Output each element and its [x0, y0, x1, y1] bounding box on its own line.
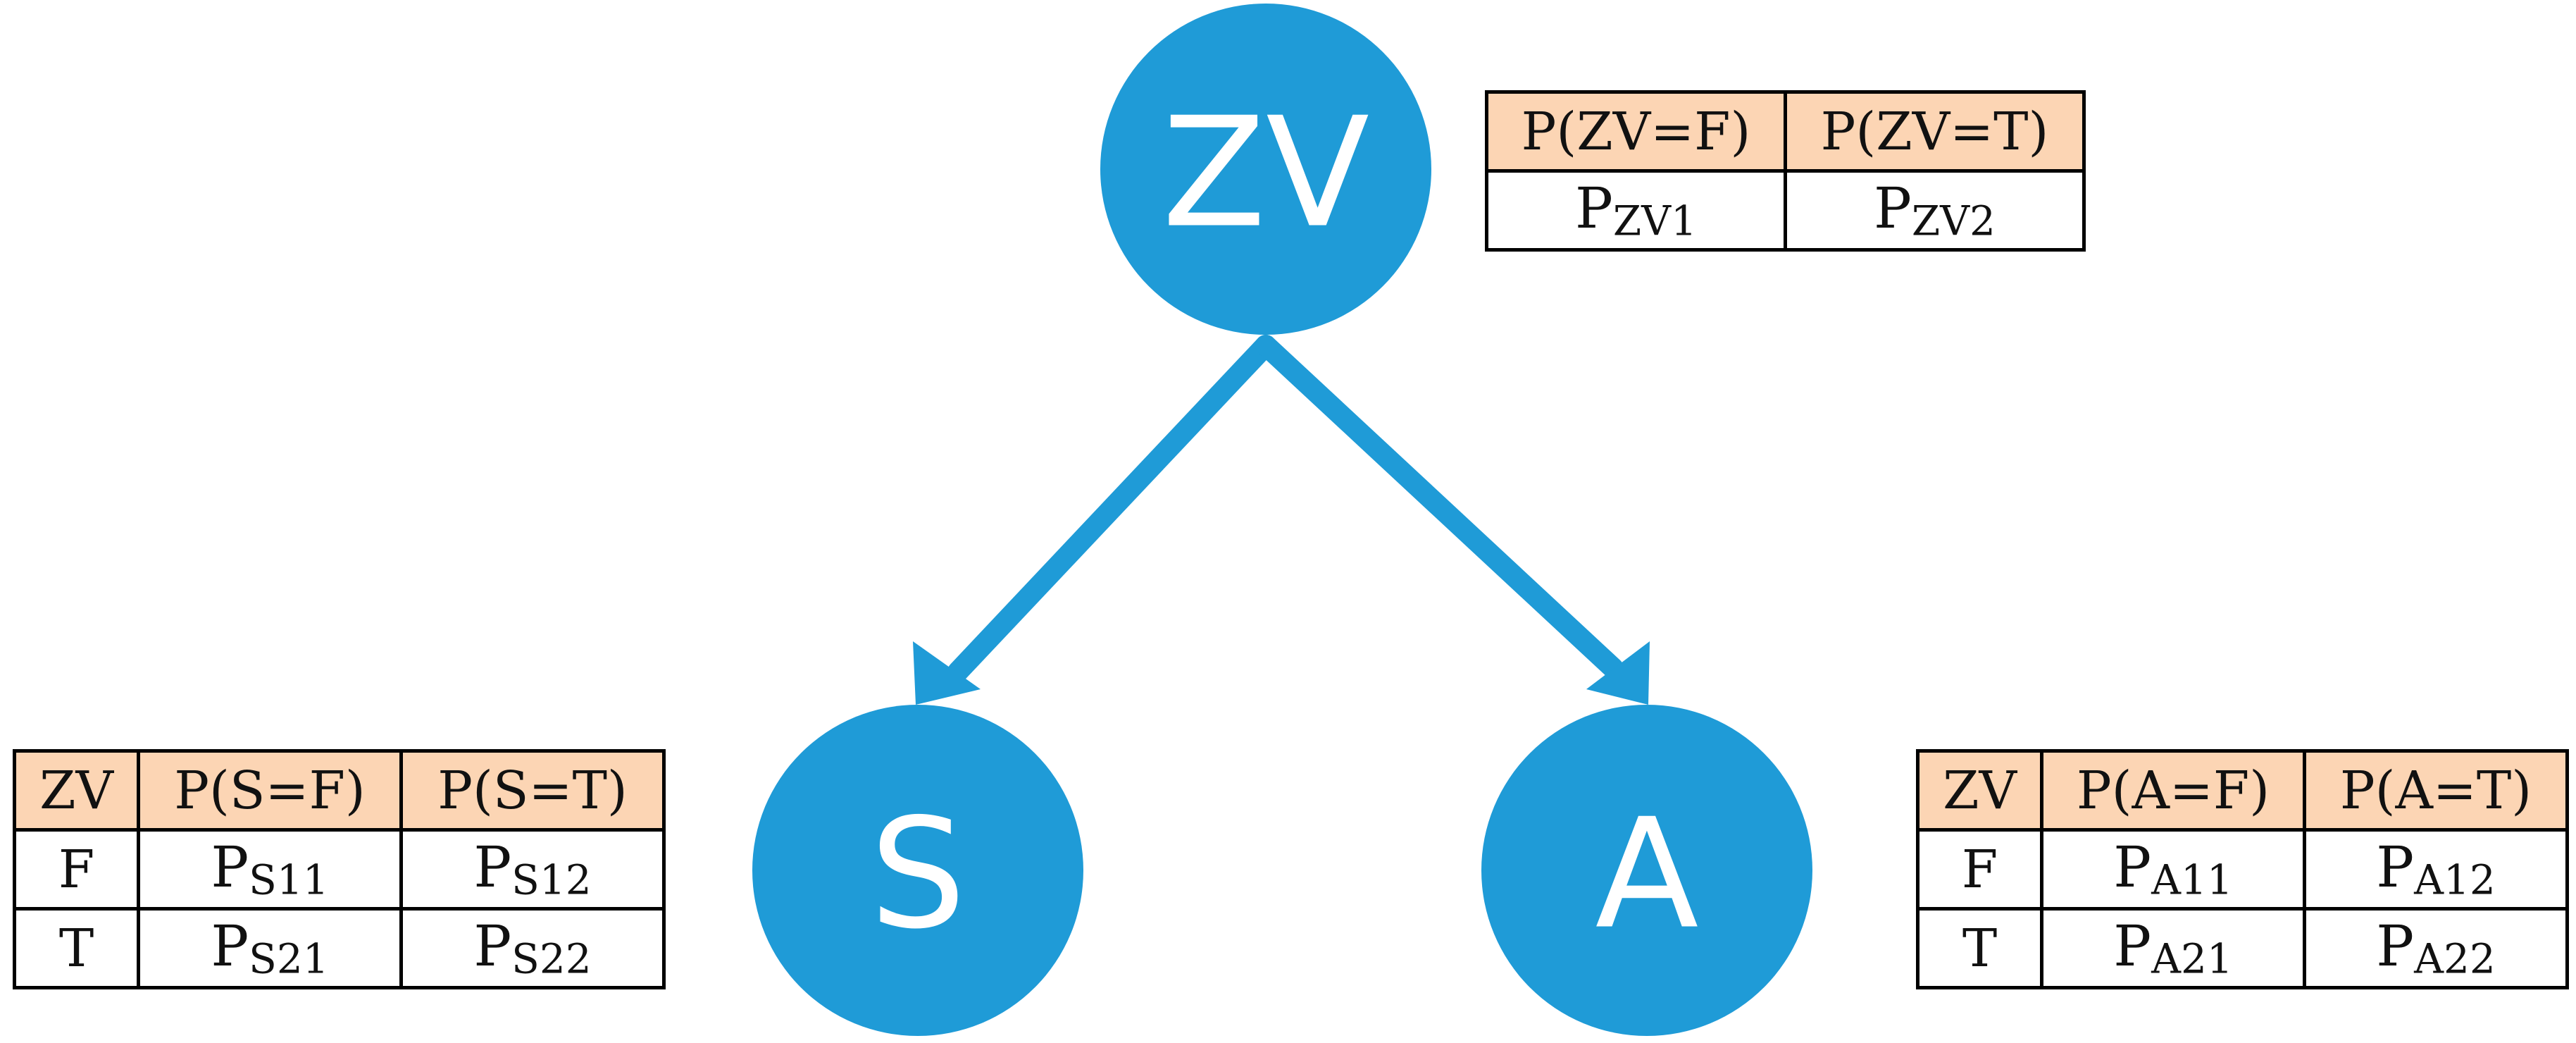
cpt-a-header: P(A=T) [2303, 749, 2569, 832]
edge-zv-to-a [1255, 335, 1650, 705]
cpt-table-s: ZV P(S=F) P(S=T) F PS11 PS12 T PS21 PS22 [13, 749, 666, 989]
cpt-a-row: T PA21 PA22 [1916, 907, 2569, 989]
cpt-s-row: T PS21 PS22 [13, 907, 666, 989]
cpt-table-a: ZV P(A=F) P(A=T) F PA11 PA12 T PA21 PA22 [1916, 749, 2569, 989]
cpt-zv-header: P(ZV=F) [1485, 90, 1787, 173]
cpt-a-header: ZV [1916, 749, 2043, 832]
cpt-a-condition: T [1916, 907, 2043, 989]
cpt-zv-row: PZV1 PZV2 [1485, 169, 2086, 252]
edge-zv-to-s [913, 335, 1276, 705]
cpt-s-header: P(S=F) [137, 749, 403, 832]
cpt-a-condition: F [1916, 828, 2043, 911]
node-a-label: A [1595, 786, 1698, 963]
node-s-label: S [870, 786, 966, 963]
cpt-a-cell: PA11 [2040, 828, 2306, 911]
cpt-a-cell: PA21 [2040, 907, 2306, 989]
cpt-zv-cell: PZV1 [1485, 169, 1787, 252]
cpt-zv-cell: PZV2 [1784, 169, 2086, 252]
arrowhead-s-icon [913, 641, 981, 705]
node-zv[interactable]: ZV [1100, 4, 1431, 335]
cpt-a-cell: PA22 [2303, 907, 2569, 989]
cpt-s-header: P(S=T) [399, 749, 666, 832]
cpt-zv-header-row: P(ZV=F) P(ZV=T) [1485, 90, 2086, 173]
cpt-s-cell: PS22 [399, 907, 666, 989]
cpt-s-row: F PS11 PS12 [13, 828, 666, 911]
cpt-a-header-row: ZV P(A=F) P(A=T) [1916, 749, 2569, 832]
node-s[interactable]: S [752, 705, 1083, 1036]
cpt-zv-header: P(ZV=T) [1784, 90, 2086, 173]
cpt-s-condition: F [13, 828, 140, 911]
cpt-s-header: ZV [13, 749, 140, 832]
cpt-a-cell: PA12 [2303, 828, 2569, 911]
node-zv-label: ZV [1162, 85, 1369, 261]
cpt-a-row: F PA11 PA12 [1916, 828, 2569, 911]
node-a[interactable]: A [1481, 705, 1812, 1036]
cpt-a-header: P(A=F) [2040, 749, 2306, 832]
cpt-s-condition: T [13, 907, 140, 989]
cpt-table-zv: P(ZV=F) P(ZV=T) PZV1 PZV2 [1485, 90, 2086, 252]
cpt-s-cell: PS11 [137, 828, 403, 911]
cpt-s-header-row: ZV P(S=F) P(S=T) [13, 749, 666, 832]
cpt-s-cell: PS12 [399, 828, 666, 911]
arrowhead-a-icon [1586, 641, 1650, 705]
cpt-s-cell: PS21 [137, 907, 403, 989]
